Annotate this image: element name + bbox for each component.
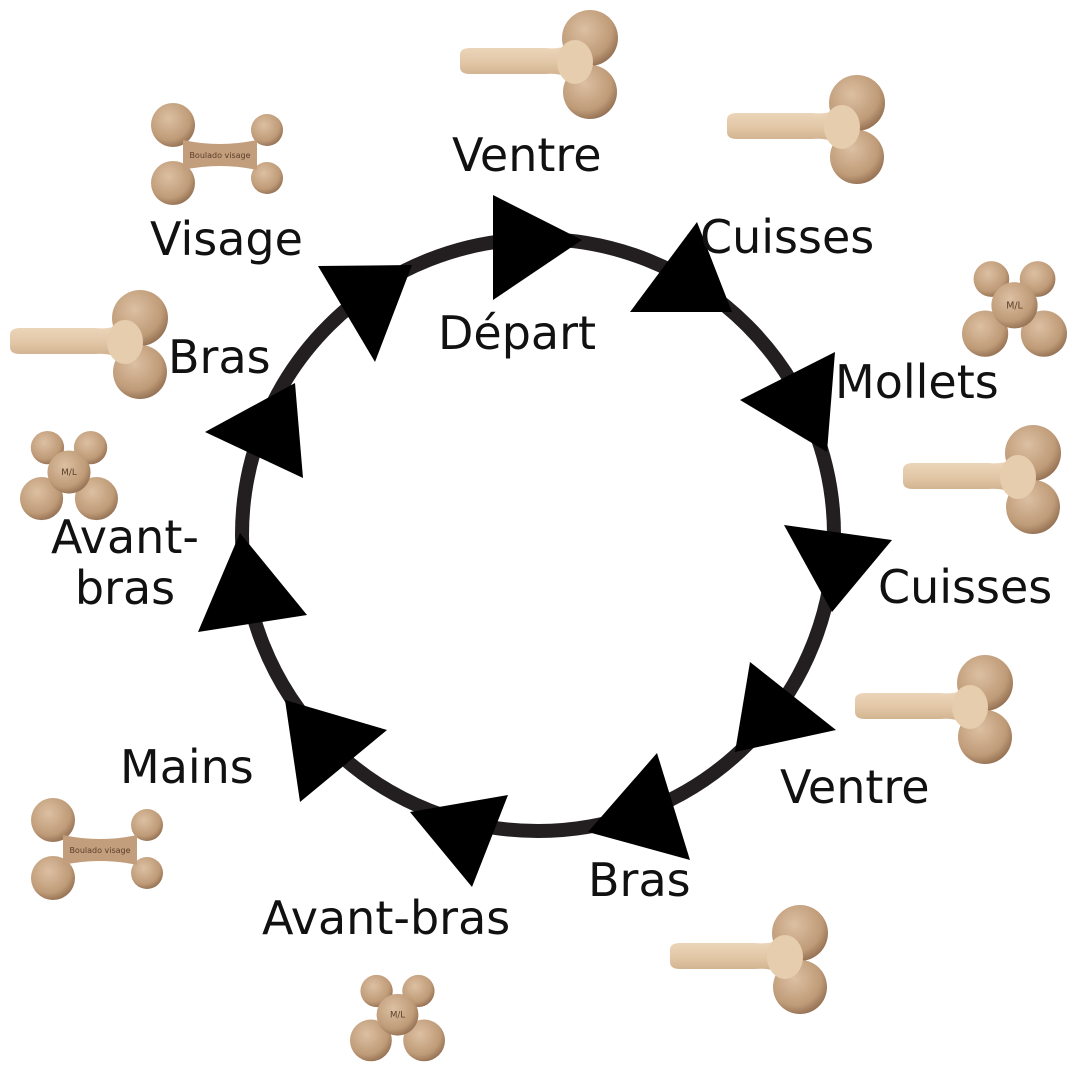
- step-label-text: Avant-bras: [51, 510, 199, 615]
- step-label: Cuisses: [878, 560, 1053, 614]
- product-roller: [670, 905, 828, 1014]
- arrowhead-icon: [784, 525, 892, 612]
- product-roller: [855, 655, 1013, 764]
- product-flower: M/L: [350, 974, 445, 1062]
- arrowhead-icon: [285, 700, 387, 802]
- arrowhead-icon: [588, 753, 690, 860]
- product-roller: [903, 425, 1061, 534]
- arrowhead-icon: [198, 533, 307, 632]
- step-label: Avant-bras: [25, 512, 225, 613]
- product-flower: M/L: [20, 430, 118, 521]
- step-label: Cuisses: [700, 210, 875, 264]
- arrowhead-icon: [740, 352, 835, 452]
- product-logo-text: M/L: [1006, 300, 1023, 311]
- product-roller: [460, 10, 618, 119]
- product-roller: [727, 75, 885, 184]
- step-label: Ventre: [452, 128, 602, 182]
- step-label: Mains: [120, 740, 254, 794]
- arrowhead-icon: [735, 662, 836, 752]
- step-label: Bras: [588, 853, 691, 907]
- product-flower: M/L: [962, 261, 1067, 357]
- product-roller: [10, 290, 168, 399]
- product-logo-text: Boulado visage: [189, 151, 250, 160]
- start-label: Départ: [438, 306, 597, 360]
- arrowhead-icon: [493, 195, 582, 300]
- product-logo-text: M/L: [390, 1011, 405, 1021]
- product-logo-text: Boulado visage: [69, 846, 130, 855]
- step-label: Bras: [168, 330, 271, 384]
- step-label: Avant-bras: [262, 891, 511, 945]
- step-label: Ventre: [780, 760, 930, 814]
- arrowhead-icon: [630, 222, 732, 312]
- product-bone: Boulado visage: [151, 103, 283, 205]
- product-bone: Boulado visage: [31, 798, 163, 900]
- arrowhead-icon: [410, 795, 508, 887]
- arrowhead-icon: [318, 265, 412, 362]
- arrowhead-icon: [205, 383, 303, 478]
- step-label: Visage: [150, 212, 303, 266]
- product-logo-text: M/L: [61, 468, 77, 478]
- step-label: Mollets: [835, 355, 999, 409]
